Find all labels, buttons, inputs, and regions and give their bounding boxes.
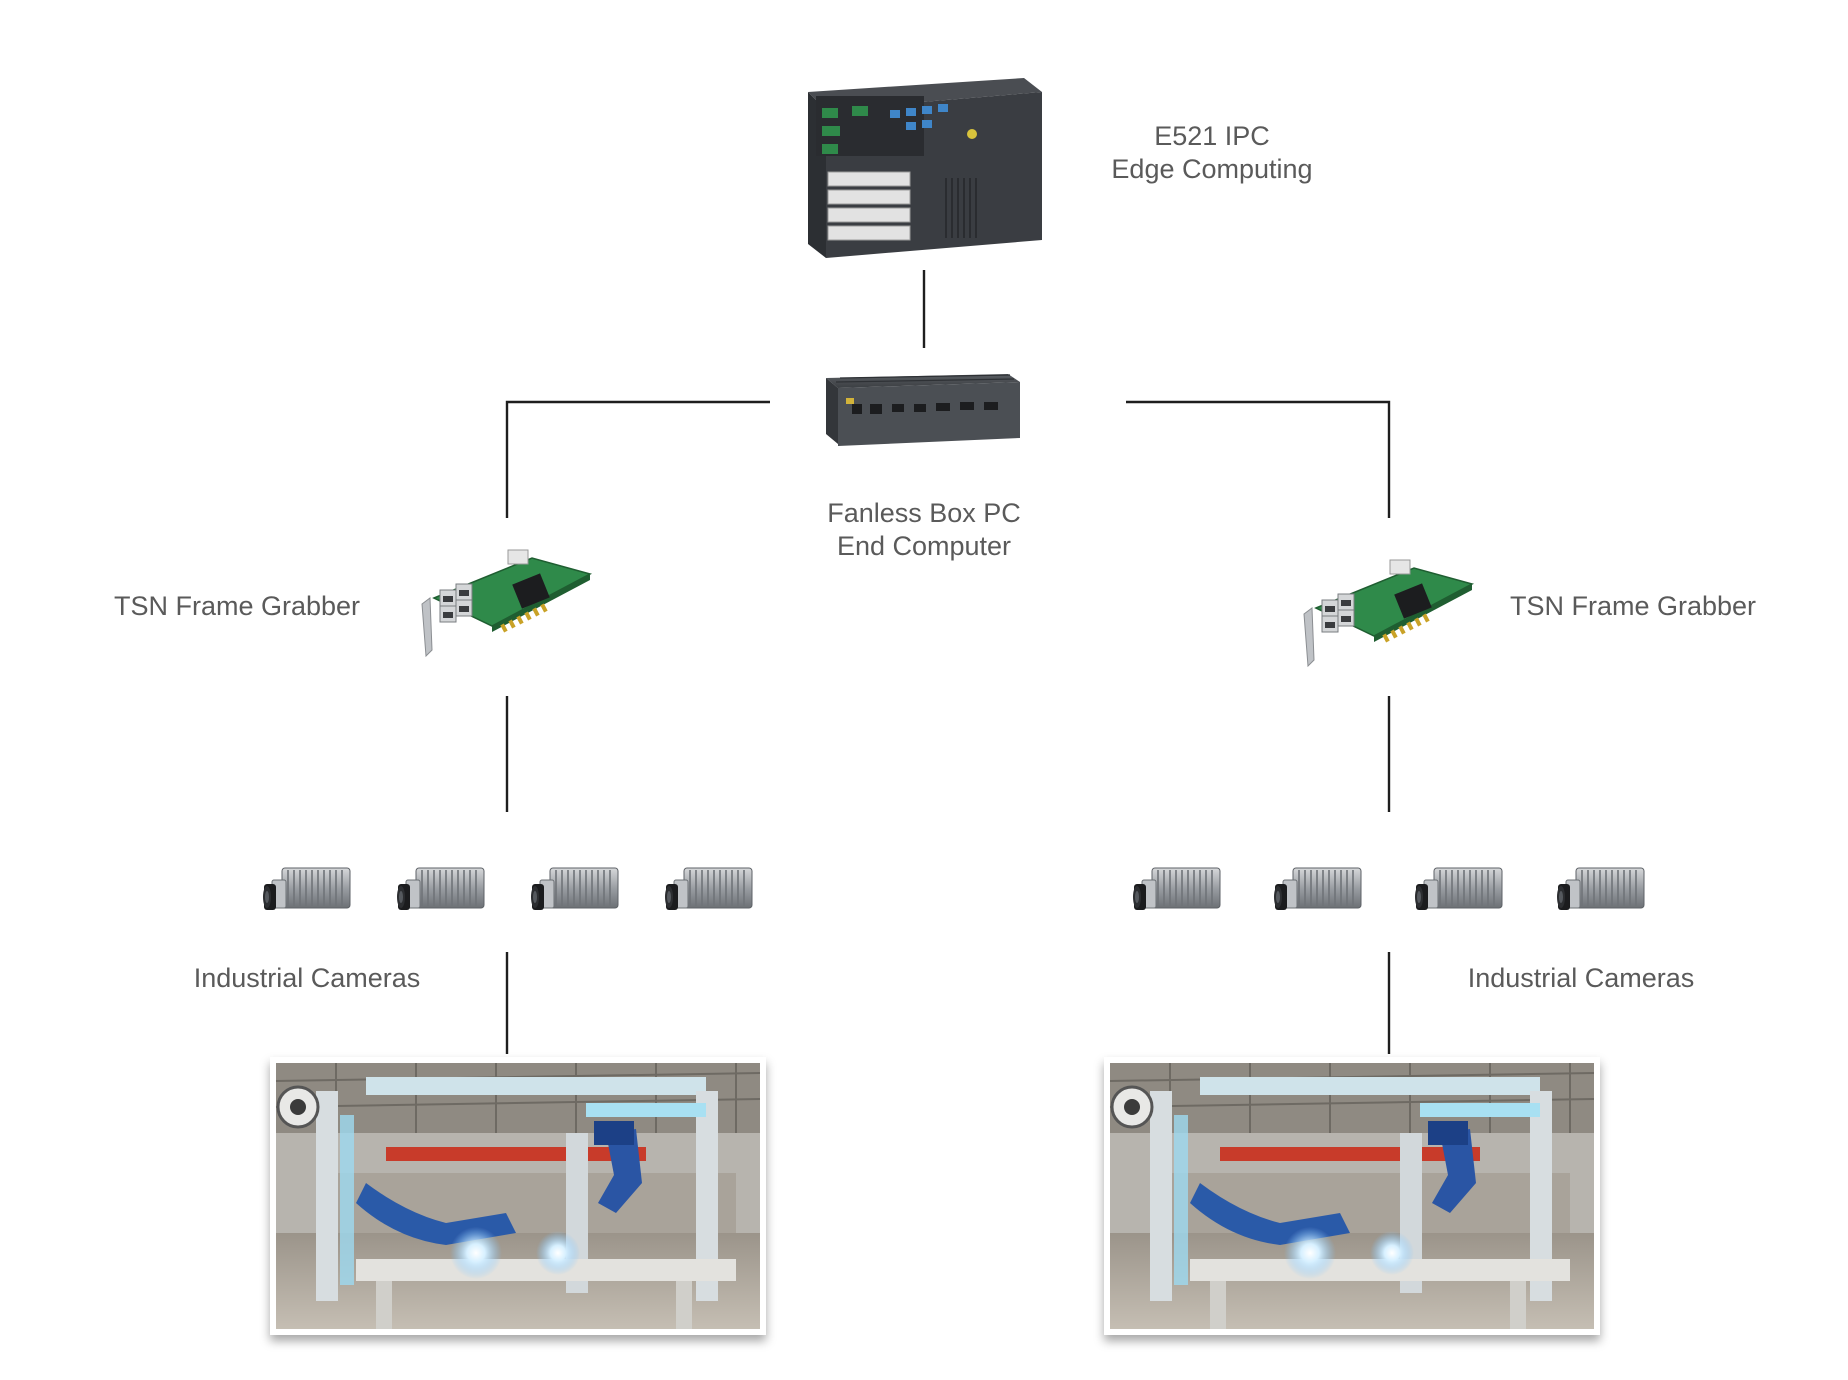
box-pc-label: Fanless Box PC End Computer <box>790 497 1058 563</box>
connector-boxpc-to-left-grabber <box>505 400 770 518</box>
box-pc-label-line2: End Computer <box>836 531 1012 561</box>
right-frame-grabber-icon <box>1303 559 1473 667</box>
right-industrial-camera-icon <box>1414 867 1503 911</box>
fanless-box-pc-icon <box>826 374 1020 446</box>
left-grabber-label: TSN Frame Grabber <box>113 591 361 621</box>
left-industrial-camera-icon <box>262 867 351 911</box>
connector-boxpc-to-right-grabber <box>1126 400 1391 518</box>
ipc-label-line2: Edge Computing <box>1111 154 1313 184</box>
right-cameras-label: Industrial Cameras <box>1467 963 1695 993</box>
right-industrial-camera-icon <box>1132 867 1221 911</box>
right-industrial-camera-icon <box>1273 867 1362 911</box>
ipc-label: E521 IPC Edge Computing <box>1080 120 1344 186</box>
left-industrial-camera-icon <box>396 867 485 911</box>
right-grabber-label: TSN Frame Grabber <box>1509 591 1757 621</box>
left-industrial-camera-icon <box>664 867 753 911</box>
left-welding-robot-photo <box>270 1057 766 1335</box>
left-frame-grabber-icon <box>421 549 591 657</box>
left-industrial-camera-icon <box>530 867 619 911</box>
industrial-pc-icon <box>808 78 1042 258</box>
right-industrial-camera-icon <box>1556 867 1645 911</box>
left-cameras-label: Industrial Cameras <box>193 963 421 993</box>
right-welding-robot-photo <box>1104 1057 1600 1335</box>
ipc-label-line1: E521 IPC <box>1154 121 1270 151</box>
box-pc-label-line1: Fanless Box PC <box>827 498 1021 528</box>
